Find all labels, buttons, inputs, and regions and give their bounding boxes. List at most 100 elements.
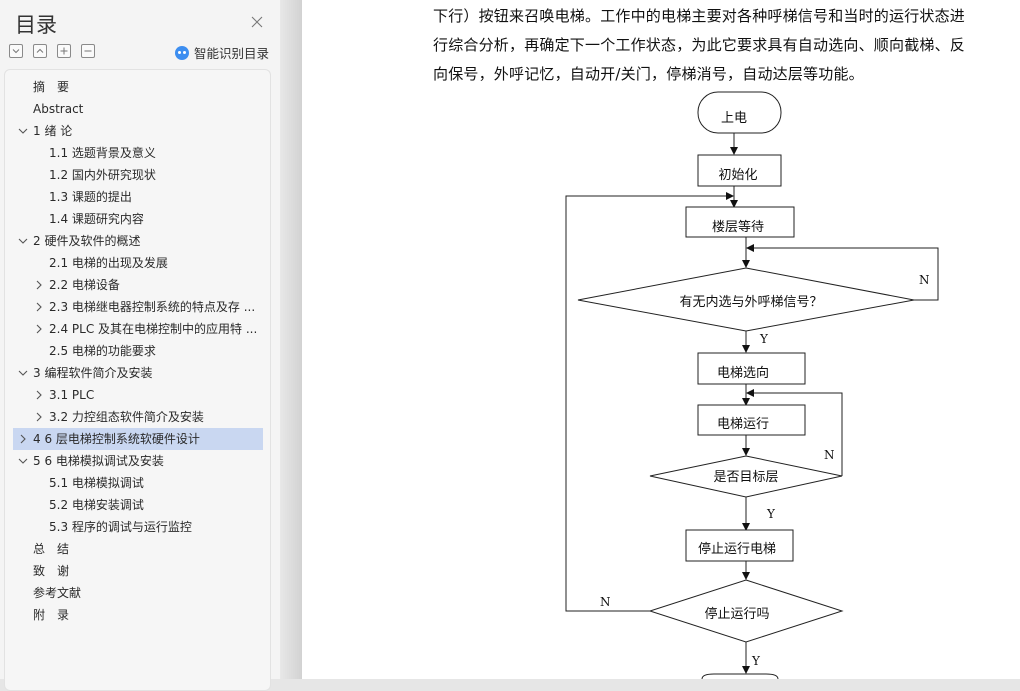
toc-item[interactable]: 2.1 电梯的出现及发展 — [13, 252, 263, 274]
select-direction-node — [697, 352, 806, 385]
elevator-flowchart: 上电 初始化 楼层等待 有无内选与外呼梯信号？ 电梯选向 电梯运行 是否目标层 … — [565, 91, 939, 679]
toc-item-label: 2.2 电梯设备 — [49, 278, 120, 292]
toc-item[interactable]: 3.1 PLC — [13, 384, 263, 406]
toc-item[interactable]: 4 6 层电梯控制系统软硬件设计 — [13, 428, 263, 450]
paragraph-line: 向保号，外呼记忆，自动开/关门，停梯消号，自动达层等功能。 — [433, 65, 864, 83]
yes-label: Y — [759, 332, 769, 346]
wait-node — [685, 206, 795, 238]
toc-item-label: 摘 要 — [33, 80, 70, 94]
toc-item[interactable]: 1.4 课题研究内容 — [13, 208, 263, 230]
chevron-down-icon[interactable] — [17, 450, 29, 472]
toc-item[interactable]: 3 编程软件简介及安装 — [13, 362, 263, 384]
toc-item-label: 5.2 电梯安装调试 — [49, 498, 144, 512]
plus-icon — [60, 47, 68, 55]
paragraph-line: 下行）按钮来召唤电梯。工作中的电梯主要对各种呼梯信号和当时的运行状态进 — [433, 7, 966, 25]
chevron-right-icon[interactable] — [17, 428, 29, 450]
toc-item[interactable]: 5.2 电梯安装调试 — [13, 494, 263, 516]
toc-item[interactable]: 1.1 选题背景及意义 — [13, 142, 263, 164]
smart-assistant-icon — [175, 45, 189, 60]
start-label: 上电 — [721, 111, 747, 126]
toc-item[interactable]: Abstract — [13, 98, 263, 120]
collapse-all-button[interactable] — [33, 44, 47, 58]
toc-item[interactable]: 摘 要 — [13, 76, 263, 98]
toc-item-label: 3.1 PLC — [49, 388, 95, 402]
toc-item-label: 1.2 国内外研究现状 — [49, 168, 156, 182]
chevron-up-icon — [36, 48, 44, 53]
toc-item-label: 5.1 电梯模拟调试 — [49, 476, 144, 490]
chevron-down-icon[interactable] — [17, 230, 29, 252]
expand-level-button[interactable] — [57, 44, 71, 58]
toc-item[interactable]: 2.4 PLC 及其在电梯控制中的应用特 ... — [13, 318, 263, 340]
toc-item-label: 5 6 电梯模拟调试及安装 — [33, 454, 164, 468]
toc-item[interactable]: 参考文献 — [13, 582, 263, 604]
no-label: N — [824, 448, 835, 462]
toc-item[interactable]: 2.3 电梯继电器控制系统的特点及存 ... — [13, 296, 263, 318]
smart-toc-button[interactable]: 智能识别目录 — [175, 43, 269, 62]
toc-item-label: 致 谢 — [33, 564, 70, 578]
chevron-down-icon[interactable] — [17, 120, 29, 142]
toc-item[interactable]: 致 谢 — [13, 560, 263, 582]
paragraph-line: 行综合分析，再确定下一个工作状态，为此它要求具有自动选向、顺向截梯、反 — [433, 36, 966, 54]
document-page: 下行）按钮来召唤电梯。工作中的电梯主要对各种呼梯信号和当时的运行状态进 行综合分… — [302, 0, 1020, 679]
toc-item[interactable]: 1.2 国内外研究现状 — [13, 164, 263, 186]
toc-item[interactable]: 附 录 — [13, 604, 263, 626]
toc-item-label: 总 结 — [33, 542, 70, 556]
end-node — [701, 673, 779, 679]
close-icon[interactable] — [249, 14, 265, 30]
toc-item-label: 3 编程软件简介及安装 — [33, 366, 153, 380]
toc-item[interactable]: 总 结 — [13, 538, 263, 560]
run-label: 电梯运行 — [717, 417, 769, 432]
toc-item-label: 2.5 电梯的功能要求 — [49, 344, 156, 358]
chevron-right-icon[interactable] — [33, 274, 45, 296]
chevron-right-icon[interactable] — [33, 296, 45, 318]
toc-item-label: 参考文献 — [33, 586, 82, 600]
decision-stop-label: 停止运行吗 — [704, 606, 769, 622]
toc-item-label: 2.1 电梯的出现及发展 — [49, 256, 168, 270]
start-node — [697, 91, 782, 134]
toc-item-label: 5.3 程序的调试与运行监控 — [49, 520, 192, 534]
toc-item-label: 2.4 PLC 及其在电梯控制中的应用特 ... — [49, 322, 258, 336]
toc-item-label: 4 6 层电梯控制系统软硬件设计 — [33, 432, 200, 446]
toc-item[interactable]: 2.2 电梯设备 — [13, 274, 263, 296]
decision-target-label: 是否目标层 — [713, 470, 778, 485]
toc-item[interactable]: 2.5 电梯的功能要求 — [13, 340, 263, 362]
toc-item[interactable]: 2 硬件及软件的概述 — [13, 230, 263, 252]
toc-item[interactable]: 1.3 课题的提出 — [13, 186, 263, 208]
yes-label: Y — [751, 654, 761, 668]
toc-item[interactable]: 1 绪 论 — [13, 120, 263, 142]
expand-all-button[interactable] — [9, 44, 23, 58]
toc-item[interactable]: 5.1 电梯模拟调试 — [13, 472, 263, 494]
chevron-right-icon[interactable] — [33, 384, 45, 406]
yes-label: Y — [766, 507, 776, 521]
decision-signal-label: 有无内选与外呼梯信号？ — [679, 294, 822, 310]
chevron-down-icon[interactable] — [17, 362, 29, 384]
toc-title: 目录 — [15, 13, 57, 37]
select-direction-label: 电梯选向 — [717, 365, 769, 381]
toc-item-label: 1.1 选题背景及意义 — [49, 146, 156, 160]
chevron-down-icon — [12, 49, 20, 54]
chevron-right-icon[interactable] — [33, 406, 45, 428]
collapse-level-button[interactable] — [81, 44, 95, 58]
minus-icon — [84, 50, 92, 52]
toc-item[interactable]: 5.3 程序的调试与运行监控 — [13, 516, 263, 538]
init-label: 初始化 — [718, 168, 757, 183]
toc-item-label: 附 录 — [33, 608, 70, 622]
toc-item-label: 2 硬件及软件的概述 — [33, 234, 141, 248]
stop-run-label: 停止运行电梯 — [698, 541, 776, 557]
toc-item-label: 3.2 力控组态软件简介及安装 — [49, 410, 204, 424]
run-node — [697, 404, 806, 436]
toc-item-label: 1.4 课题研究内容 — [49, 212, 144, 226]
toc-item[interactable]: 5 6 电梯模拟调试及安装 — [13, 450, 263, 472]
panel-divider[interactable] — [280, 0, 302, 679]
smart-toc-label: 智能识别目录 — [194, 46, 270, 61]
init-node — [697, 154, 782, 187]
stop-run-node — [685, 529, 794, 562]
wait-label: 楼层等待 — [712, 219, 764, 235]
toc-item-label: 1.3 课题的提出 — [49, 190, 132, 204]
toc-item[interactable]: 3.2 力控组态软件简介及安装 — [13, 406, 263, 428]
no-label: N — [600, 595, 611, 609]
chevron-right-icon[interactable] — [33, 318, 45, 340]
toc-item-label: 2.3 电梯继电器控制系统的特点及存 ... — [49, 300, 256, 314]
